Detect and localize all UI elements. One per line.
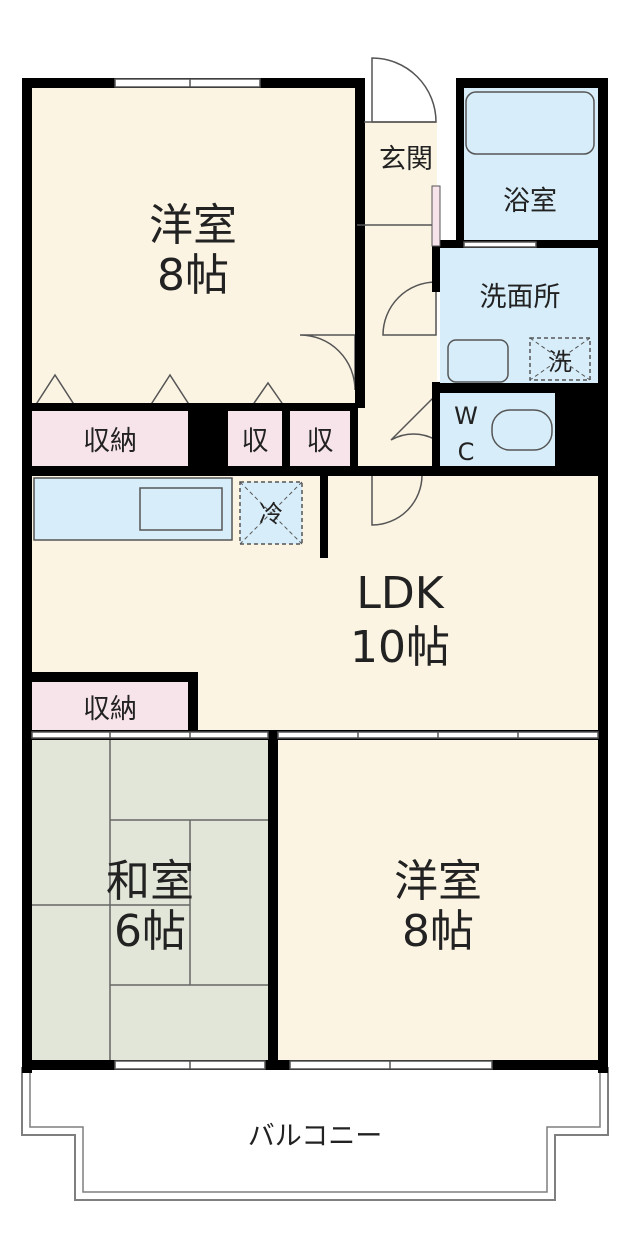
storage-4-label: 収納 xyxy=(83,694,137,725)
washroom-label: 洗面所 xyxy=(480,282,561,313)
storage-2 xyxy=(228,410,282,468)
japanese-room-floor xyxy=(30,738,272,1063)
japanese-room-name: 和室 xyxy=(106,856,194,907)
japanese-room-size: 6帖 xyxy=(114,906,186,957)
storage-1 xyxy=(30,410,188,468)
storage-4 xyxy=(30,682,188,732)
tatami-lines xyxy=(30,740,270,1060)
entrance-label: 玄関 xyxy=(379,144,433,175)
western-room-a-size: 8帖 xyxy=(157,250,229,301)
closet-doors xyxy=(34,373,285,407)
western-room-a-floor xyxy=(30,86,355,406)
washer-cross-2 xyxy=(529,337,591,381)
storage-3 xyxy=(290,410,350,468)
storage-3-label: 収 xyxy=(307,426,334,457)
door-swings xyxy=(299,57,437,526)
shoe-cabinet xyxy=(431,185,441,247)
balcony-label: バルコニー xyxy=(248,1121,382,1152)
washer-label: 洗 xyxy=(548,348,572,376)
bathtub xyxy=(465,91,595,155)
kitchen-sink xyxy=(139,487,223,531)
windows xyxy=(31,78,599,1070)
western-room-b-size: 8帖 xyxy=(402,906,474,957)
storage-2-label: 収 xyxy=(242,426,269,457)
balcony-outline-inner xyxy=(29,1067,601,1193)
western-room-b-name: 洋室 xyxy=(394,856,482,907)
ldk-name: LDK xyxy=(356,568,444,619)
fridge-cross-2 xyxy=(239,481,303,545)
toilet-bowl xyxy=(491,409,553,451)
washer-space xyxy=(529,337,591,381)
storage-1-label: 収納 xyxy=(83,426,137,457)
bathroom-label: 浴室 xyxy=(503,186,557,217)
fridge-label: 冷 xyxy=(259,500,283,528)
western-room-b-floor xyxy=(278,738,600,1063)
washbasin xyxy=(447,339,509,383)
ldk-size: 10帖 xyxy=(350,622,450,673)
toilet-label-c: C xyxy=(458,438,475,466)
balcony-outline xyxy=(21,1067,609,1201)
western-room-a-name: 洋室 xyxy=(149,200,237,251)
toilet-label-w: W xyxy=(454,402,478,430)
